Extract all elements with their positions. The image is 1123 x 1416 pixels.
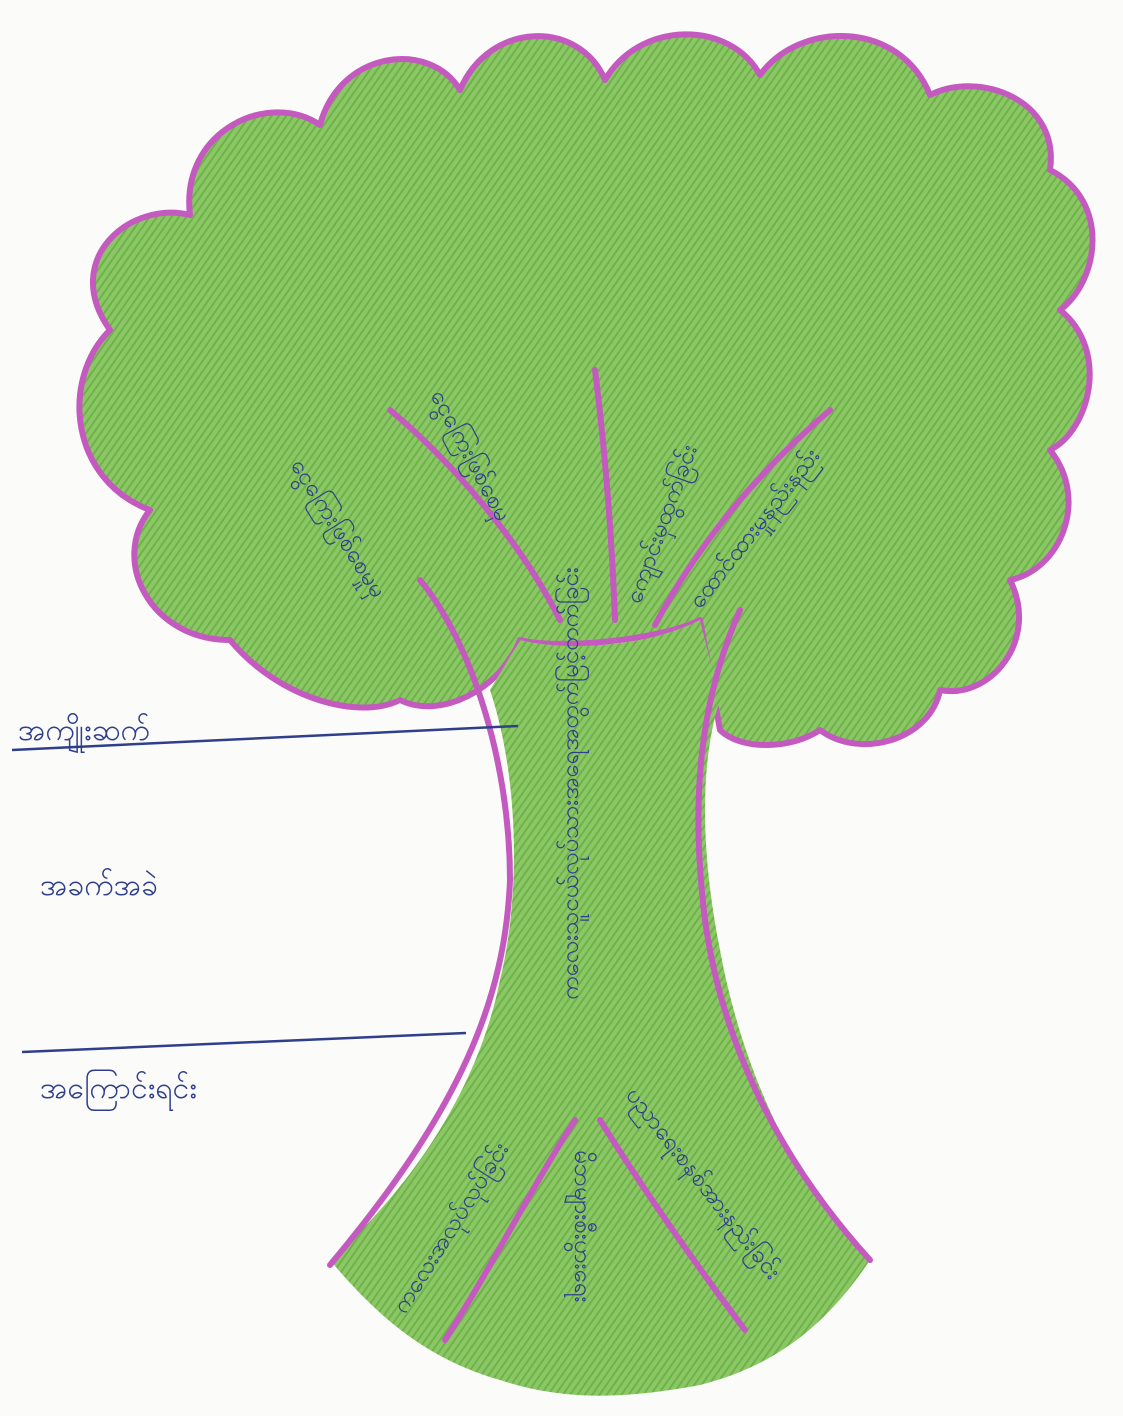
- label-causes: အကြောင်းရင်း: [40, 1069, 197, 1112]
- label-problem: အခက်အခဲ: [40, 868, 158, 903]
- causes-arrow-line: [22, 1033, 466, 1052]
- canopy: [79, 34, 1092, 745]
- label-effects: အကျိုးဆက်: [18, 713, 150, 754]
